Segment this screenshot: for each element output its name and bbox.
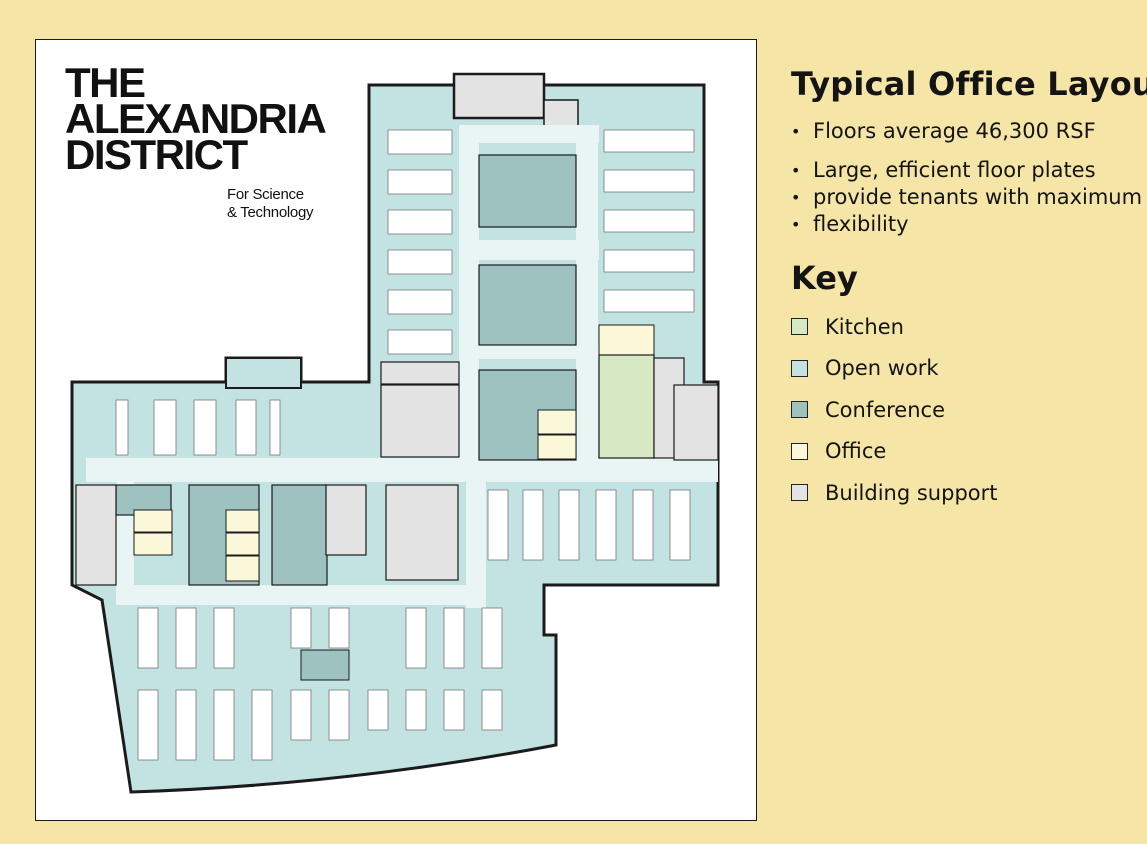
open-work-swatch xyxy=(791,359,808,377)
key-label: Conference xyxy=(825,397,946,422)
tagline-line-2: & Technology xyxy=(227,204,314,221)
district-logo: THE ALEXANDRIA DISTRICT xyxy=(65,59,327,178)
key-label: Office xyxy=(825,439,887,464)
offices xyxy=(133,324,655,582)
feature-list: Floors average 46,300 RSF Large, efficie… xyxy=(791,118,1147,238)
building-support-swatch xyxy=(791,484,808,502)
logo-line-3: DISTRICT xyxy=(65,131,248,178)
key-label: Building support xyxy=(825,480,998,505)
legend-key: Kitchen Open work Conference Office Buil… xyxy=(791,306,1147,514)
info-panel: Typical Office Layout Floors average 46,… xyxy=(791,64,1147,514)
key-label: Open work xyxy=(825,356,939,381)
kitchen-swatch xyxy=(791,318,808,336)
kitchen-area xyxy=(598,354,655,459)
key-item-open-work: Open work xyxy=(791,348,1147,390)
feature-item: Large, efficient floor plates xyxy=(791,157,1147,184)
floor-plan-panel: THE ALEXANDRIA DISTRICT For Science & Te… xyxy=(35,39,757,821)
key-title: Key xyxy=(791,259,858,297)
feature-item-continued: flexibility xyxy=(791,211,1147,238)
workstations xyxy=(115,129,695,761)
floor-plan-drawing xyxy=(70,72,720,794)
key-label: Kitchen xyxy=(825,314,904,339)
logo-line-2: ALEXANDRIA xyxy=(65,95,327,142)
feature-item: Floors average 46,300 RSF xyxy=(791,118,1147,145)
tagline-line-1: For Science xyxy=(227,186,304,203)
office-swatch xyxy=(791,442,808,460)
key-item-kitchen: Kitchen xyxy=(791,306,1147,348)
conference-swatch xyxy=(791,401,808,419)
top-core xyxy=(452,72,546,120)
corridors xyxy=(86,125,718,608)
layout-title: Typical Office Layout xyxy=(791,65,1147,103)
key-item-conference: Conference xyxy=(791,389,1147,431)
logo-line-1: THE xyxy=(65,59,146,106)
building-support xyxy=(75,357,719,586)
feature-item-continued: provide tenants with maximum xyxy=(791,184,1147,211)
key-item-building-support: Building support xyxy=(791,472,1147,514)
key-item-office: Office xyxy=(791,431,1147,473)
logo-tagline: For Science & Technology xyxy=(227,186,314,222)
left-bump xyxy=(225,357,302,389)
